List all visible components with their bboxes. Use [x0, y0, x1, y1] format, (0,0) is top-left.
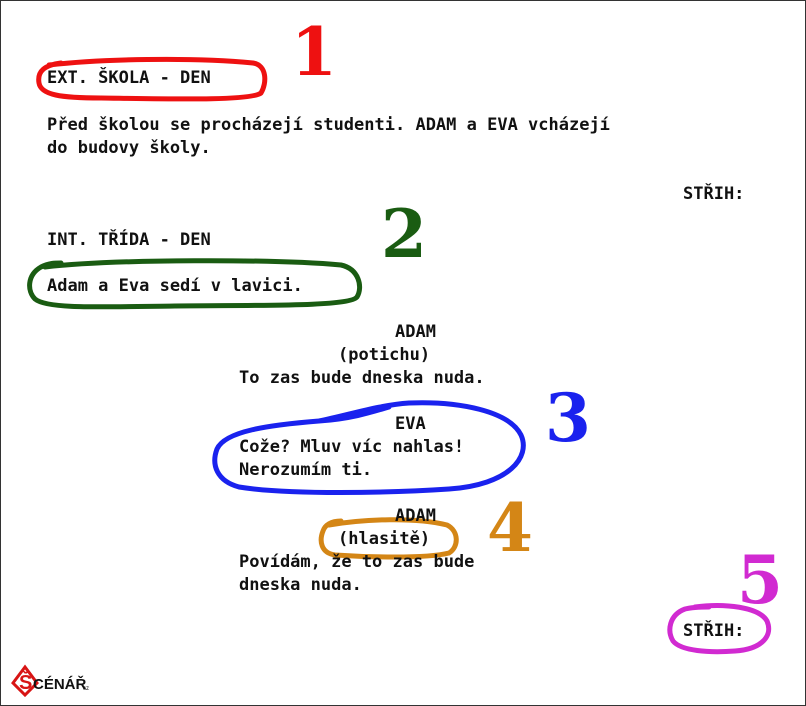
action-line-3: Adam a Eva sedí v lavici.	[47, 276, 303, 296]
action-line-2: do budovy školy.	[47, 138, 211, 158]
dialogue-line-2: Cože? Mluv víc nahlas!	[239, 437, 465, 457]
parenthetical-2: (hlasitě)	[338, 529, 431, 549]
annotation-number-5: 5	[737, 541, 783, 619]
transition-2: STŘIH:	[683, 621, 745, 641]
scene-heading-2: INT. TŘÍDA - DEN	[47, 230, 211, 250]
svg-text:CÉNÁŘ: CÉNÁŘ	[33, 675, 87, 693]
dialogue-line-5: dneska nuda.	[239, 575, 362, 595]
scene-heading-1: EXT. ŠKOLA - DEN	[47, 68, 211, 88]
character-name-adam-2: ADAM	[395, 506, 436, 526]
annotation-number-4: 4	[487, 489, 533, 567]
character-name-eva: EVA	[395, 414, 426, 434]
parenthetical-1: (potichu)	[338, 345, 431, 365]
dialogue-line-1: To zas bude dneska nuda.	[239, 368, 485, 388]
dialogue-line-4: Povídám, že to zas bude	[239, 552, 475, 572]
annotation-number-1: 1	[291, 13, 337, 91]
annotation-number-2: 2	[381, 195, 427, 273]
transition-1: STŘIH:	[683, 184, 745, 204]
action-line-1: Před školou se procházejí studenti. ADAM…	[47, 115, 610, 135]
svg-text:Š: Š	[19, 670, 32, 694]
scenar-logo: Š CÉNÁŘ cz	[11, 664, 89, 697]
dialogue-line-3: Nerozumím ti.	[239, 460, 373, 480]
character-name-adam-1: ADAM	[395, 322, 436, 342]
svg-text:cz: cz	[83, 686, 89, 692]
annotation-number-3: 3	[545, 379, 591, 457]
